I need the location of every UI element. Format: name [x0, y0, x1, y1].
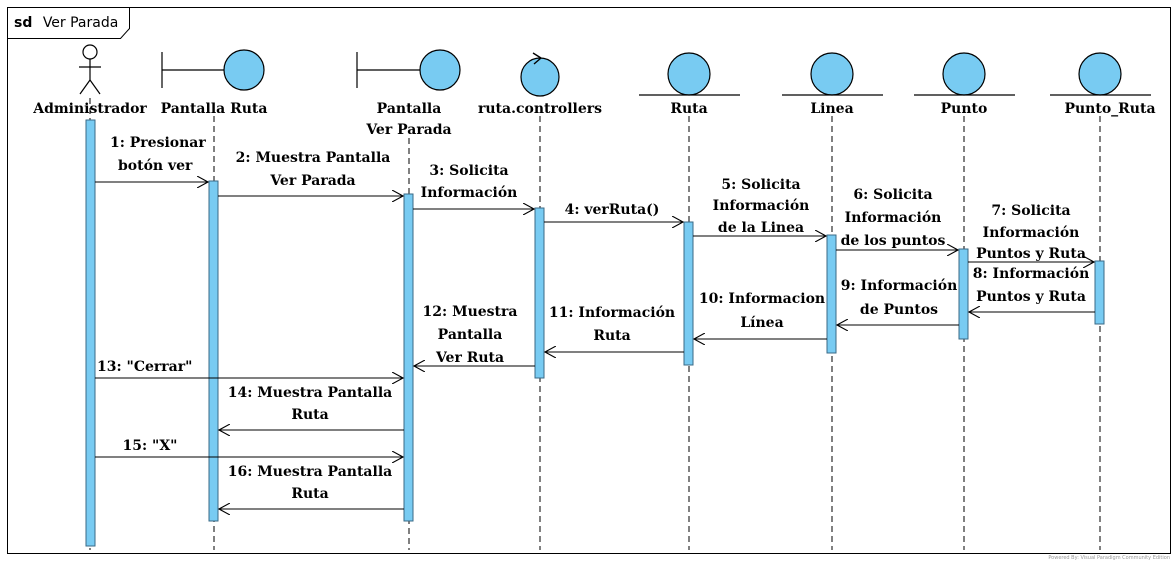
message-label: Línea: [740, 315, 783, 331]
message-label: de Puntos: [860, 302, 938, 318]
message-label: 16: Muestra Pantalla: [228, 464, 392, 480]
message-label: 14: Muestra Pantalla: [228, 385, 392, 401]
message-label: Ruta: [291, 486, 328, 502]
entity-icon: [1050, 52, 1151, 96]
participant-heads: [79, 44, 1151, 97]
message-label: Puntos y Ruta: [976, 246, 1086, 262]
message-label: 1: Presionar: [110, 135, 206, 151]
message-label: botón ver: [118, 158, 193, 174]
footer-watermark: Powered By: Visual Paradigm Community Ed…: [1048, 555, 1170, 561]
actor-icon: [79, 44, 101, 95]
boundary-icon: [356, 49, 461, 91]
message-label: Información: [713, 198, 810, 214]
activation-bar: [826, 234, 837, 354]
message-label: 10: Informacion: [699, 291, 825, 307]
activation-bars: [85, 119, 1105, 547]
participant-label: ruta.controllers: [478, 101, 602, 117]
participant-label: Pantalla Ruta: [161, 101, 268, 117]
message-label: de los puntos: [841, 233, 946, 249]
message-labels: 1: Presionar botón ver 2: Muestra Pantal…: [97, 135, 1089, 502]
participant-label: Pantalla: [377, 101, 442, 117]
message-label: 6: Solicita: [853, 187, 932, 203]
entity-icon: [914, 52, 1015, 96]
message-label: Ruta: [291, 407, 328, 423]
participant-label: Ruta: [670, 101, 707, 117]
activation-bar: [208, 180, 219, 522]
control-icon: [520, 52, 560, 97]
participant-label: Linea: [810, 101, 853, 117]
message-label: 15: "X": [123, 438, 178, 454]
activation-bar: [1094, 260, 1105, 325]
frame-name: Ver Parada: [43, 15, 119, 31]
message-label: 5: Solicita: [721, 177, 800, 193]
activation-bar: [85, 119, 96, 547]
message-label: Pantalla: [438, 327, 503, 343]
message-label: 7: Solicita: [991, 203, 1070, 219]
message-label: de la Linea: [718, 220, 804, 236]
activation-bar: [958, 248, 969, 340]
message-label: Información: [845, 210, 942, 226]
message-label: Ver Parada: [269, 173, 355, 189]
message-label: Información: [983, 225, 1080, 241]
message-label: Puntos y Ruta: [976, 289, 1086, 305]
message-label: 8: Información: [973, 266, 1090, 282]
message-label: 9: Información: [841, 278, 958, 294]
participant-label: Punto_Ruta: [1064, 101, 1155, 117]
message-label: Ver Ruta: [435, 350, 504, 366]
message-label: 3: Solicita: [429, 163, 508, 179]
message-label: 13: "Cerrar": [97, 359, 192, 375]
participant-labels: Administrador Pantalla Ruta Pantalla Ver…: [32, 101, 1155, 138]
message-label: Información: [421, 185, 518, 201]
participant-label: Administrador: [32, 101, 147, 117]
svg-text:sd Ver Parada: sd Ver Parada: [14, 15, 118, 31]
activation-bar: [534, 207, 545, 379]
message-arrows: [95, 182, 1095, 509]
participant-label: Ver Parada: [365, 122, 451, 138]
message-label: 4: verRuta(): [565, 202, 660, 218]
message-label: 11: Información: [549, 305, 675, 321]
boundary-icon: [161, 49, 265, 91]
message-label: Ruta: [593, 328, 630, 344]
entity-icon: [782, 52, 883, 96]
participant-label: Punto: [941, 101, 988, 117]
frame-keyword: sd: [14, 15, 32, 31]
message-label: 12: Muestra: [423, 304, 518, 320]
activation-bar: [683, 221, 694, 366]
activation-bar: [403, 193, 414, 522]
interaction-frame: sd Ver Parada: [7, 7, 1171, 554]
entity-icon: [639, 52, 740, 96]
message-label: 2: Muestra Pantalla: [236, 150, 391, 166]
